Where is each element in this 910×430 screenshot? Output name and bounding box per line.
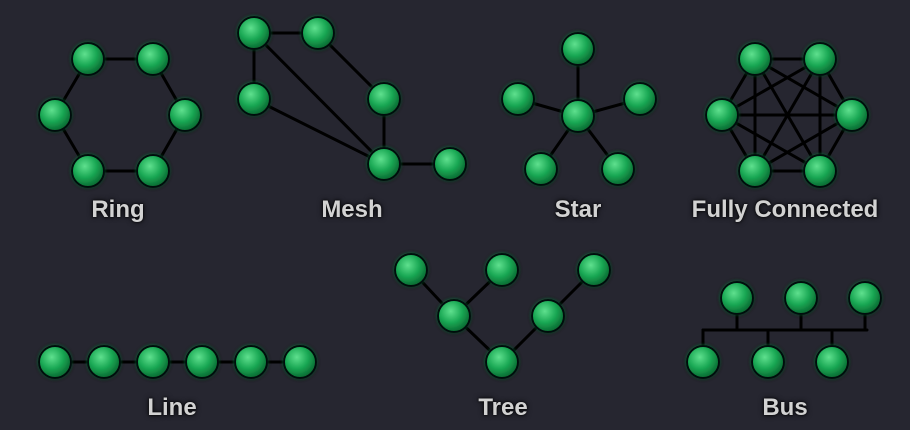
tree-node [394,253,428,287]
fully-connected-node [705,98,739,132]
star-node [561,99,595,133]
star-label: Star [554,196,602,223]
mesh-node [367,82,401,116]
line-node [185,345,219,379]
line-node [87,345,121,379]
bus-node [686,345,720,379]
mesh-edge [252,97,386,166]
fully-connected-edge [720,113,822,173]
line-node [283,345,317,379]
ring-node [168,98,202,132]
mesh-label: Mesh [321,196,383,223]
line-node [234,345,268,379]
fully-connected-label: Fully Connected [691,196,879,223]
mesh-node [237,16,271,50]
ring-label: Ring [91,196,145,223]
fully-connected-edge [720,57,822,117]
bus-node [720,281,754,315]
mesh-node [237,82,271,116]
line-label: Line [147,394,197,421]
fully-connected-node [738,154,772,188]
ring-node [38,98,72,132]
fully-connected-edge [753,113,854,173]
fully-connected-node [803,42,837,76]
bus-node [848,281,882,315]
line-node [136,345,170,379]
fully-connected-node [835,98,869,132]
tree-node [531,299,565,333]
ring-node [136,154,170,188]
mesh-node [301,16,335,50]
ring-node [71,42,105,76]
mesh-edge [252,31,386,166]
ring-node [136,42,170,76]
tree-node [577,253,611,287]
star-node [561,32,595,66]
bus-label: Bus [762,394,808,421]
bus-node [815,345,849,379]
bus-node [751,345,785,379]
fully-connected-node [803,154,837,188]
tree-node [437,299,471,333]
mesh-node [433,147,467,181]
star-node [524,152,558,186]
star-node [601,152,635,186]
tree-node [485,345,519,379]
star-node [623,82,657,116]
fully-connected-node [738,42,772,76]
line-node [38,345,72,379]
nodes-layer [38,16,882,379]
ring-node [71,154,105,188]
bus-node [784,281,818,315]
mesh-node [367,147,401,181]
star-node [501,82,535,116]
tree-node [485,253,519,287]
tree-label: Tree [478,394,528,421]
